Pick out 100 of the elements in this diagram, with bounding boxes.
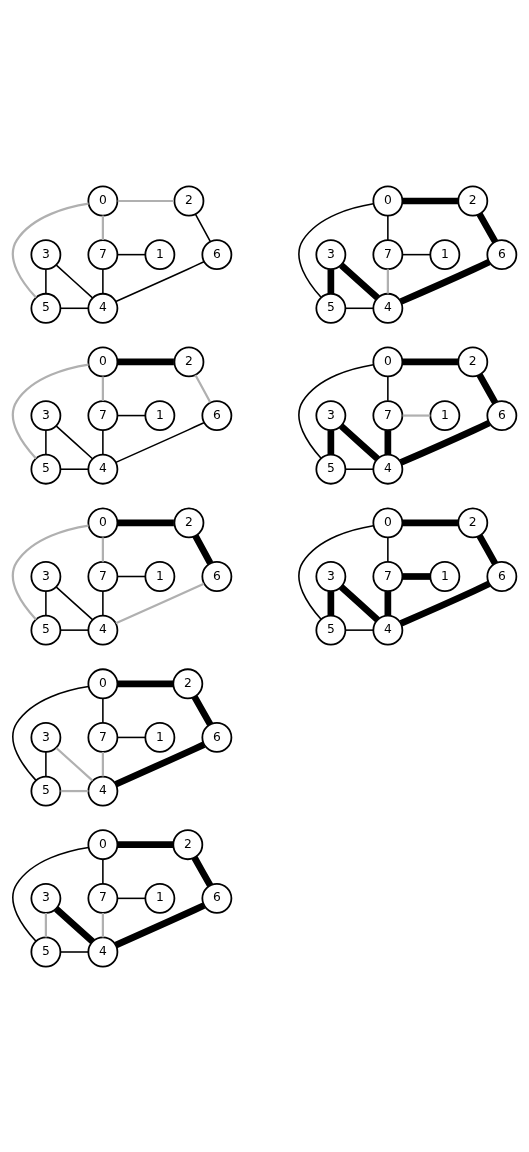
connector xyxy=(399,258,491,305)
connector xyxy=(55,263,94,299)
node-circle: 4 xyxy=(87,292,119,324)
node-circle: 7 xyxy=(372,238,404,270)
connector xyxy=(401,253,432,255)
node-circle: 7 xyxy=(87,721,119,753)
connector xyxy=(44,912,47,937)
connector xyxy=(101,215,104,240)
connector xyxy=(11,523,89,620)
connector xyxy=(55,424,94,459)
node-circle: 5 xyxy=(30,453,62,485)
connector xyxy=(386,268,389,294)
node-circle: 6 xyxy=(201,560,233,592)
connector xyxy=(59,950,90,953)
connector xyxy=(387,375,389,402)
node-circle: 5 xyxy=(30,614,62,646)
node-circle: 1 xyxy=(144,238,176,270)
node-circle: 3 xyxy=(30,882,62,914)
connector xyxy=(101,912,104,937)
node-circle: 5 xyxy=(30,775,62,806)
connector xyxy=(12,846,90,942)
connector xyxy=(339,423,380,461)
node-circle: 1 xyxy=(144,399,176,431)
connector xyxy=(45,589,47,616)
node-circle: 0 xyxy=(372,506,404,538)
node-circle: 3 xyxy=(30,560,62,592)
connector xyxy=(102,589,104,616)
node-circle: 5 xyxy=(315,453,347,485)
connector xyxy=(402,413,431,417)
connector xyxy=(102,858,104,884)
connector xyxy=(45,750,47,777)
node-circle: 4 xyxy=(87,614,119,646)
node-circle: 5 xyxy=(315,292,347,324)
node-circle: 6 xyxy=(201,399,233,431)
node-circle: 4 xyxy=(87,453,119,485)
connector xyxy=(101,376,104,401)
connector xyxy=(116,736,147,738)
connector xyxy=(387,214,389,241)
connector xyxy=(102,428,104,455)
connector xyxy=(192,533,214,565)
connector xyxy=(11,202,89,298)
node-circle: 4 xyxy=(372,453,404,485)
connector xyxy=(114,741,206,787)
node-circle: 7 xyxy=(87,238,119,270)
node-circle: 6 xyxy=(201,238,233,270)
connector xyxy=(59,628,90,631)
node-circle: 2 xyxy=(457,185,489,216)
node-circle: 4 xyxy=(87,775,119,806)
node-circle: 1 xyxy=(144,721,176,753)
connector xyxy=(102,697,104,723)
node-circle: 6 xyxy=(201,882,233,914)
connector xyxy=(101,751,104,776)
connector xyxy=(116,897,147,899)
node-circle: 0 xyxy=(87,506,119,538)
connector xyxy=(194,212,211,242)
node-circle: 0 xyxy=(87,185,119,216)
connector xyxy=(191,855,214,887)
node-circle: 7 xyxy=(87,882,119,914)
connector xyxy=(387,536,389,563)
connector xyxy=(45,268,47,294)
node-circle: 2 xyxy=(457,346,489,377)
node-circle: 3 xyxy=(315,560,347,592)
node-circle: 6 xyxy=(201,721,233,753)
connector xyxy=(101,537,104,562)
connector xyxy=(115,421,205,463)
connector xyxy=(12,685,90,781)
connector xyxy=(339,262,380,300)
node-circle: 0 xyxy=(372,185,404,216)
node-circle: 1 xyxy=(429,560,461,592)
node-circle: 3 xyxy=(315,399,347,431)
node-circle: 7 xyxy=(372,399,404,431)
connector xyxy=(476,372,499,404)
connector xyxy=(298,202,375,298)
connector xyxy=(55,746,94,781)
node-circle: 3 xyxy=(30,721,62,753)
node-circle: 0 xyxy=(372,346,404,377)
connector xyxy=(344,307,375,309)
node-circle: 6 xyxy=(486,560,518,592)
node-circle: 4 xyxy=(87,936,119,967)
connector xyxy=(115,260,205,302)
node-circle: 0 xyxy=(87,828,119,860)
node-circle: 1 xyxy=(144,882,176,914)
connector xyxy=(60,789,89,792)
node-circle: 4 xyxy=(372,292,404,324)
connector xyxy=(116,414,147,416)
connector xyxy=(54,905,95,944)
connector xyxy=(476,533,499,565)
connector xyxy=(55,585,94,620)
node-circle: 3 xyxy=(30,399,62,431)
connector xyxy=(339,584,380,622)
connector xyxy=(399,419,491,465)
connector xyxy=(59,307,90,309)
connector xyxy=(45,428,47,455)
connector xyxy=(298,363,375,459)
node-circle: 6 xyxy=(486,238,518,270)
connector xyxy=(402,572,431,580)
connector xyxy=(116,253,147,255)
node-circle: 2 xyxy=(172,667,204,699)
connector xyxy=(344,628,375,631)
node-circle: 1 xyxy=(429,238,461,270)
